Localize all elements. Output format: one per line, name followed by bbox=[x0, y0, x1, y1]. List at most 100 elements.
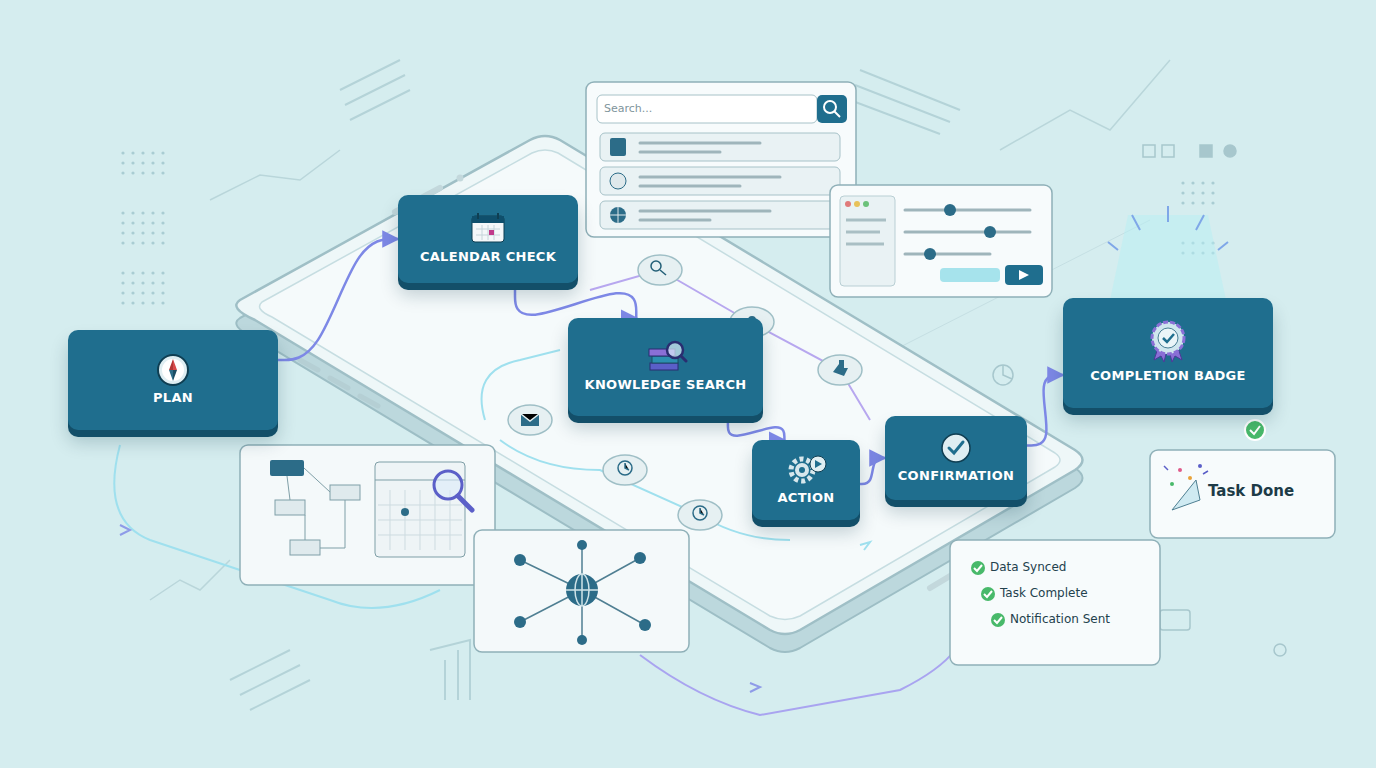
illustration-part bbox=[651, 261, 661, 271]
flowchart-card bbox=[240, 445, 495, 585]
process-box: KNOWLEDGE SEARCH bbox=[568, 318, 763, 416]
illustration-part bbox=[833, 360, 848, 376]
illustration-part bbox=[678, 500, 722, 530]
node-icon bbox=[1146, 320, 1190, 364]
illustration-part bbox=[610, 173, 626, 189]
search-panel bbox=[586, 82, 856, 237]
process-box: ACTION bbox=[752, 440, 860, 520]
illustration-part bbox=[905, 210, 1030, 254]
node-icon bbox=[644, 339, 688, 373]
illustration-part bbox=[520, 545, 645, 640]
decor bbox=[118, 60, 1305, 710]
illustration-part bbox=[634, 552, 646, 564]
illustration-part bbox=[971, 561, 985, 575]
illustration-part bbox=[457, 175, 464, 182]
illustration-part bbox=[984, 226, 996, 238]
illustration-part bbox=[1003, 365, 1012, 379]
illustration-part bbox=[118, 150, 168, 180]
status-item: Data Synced bbox=[990, 560, 1066, 574]
illustration-part bbox=[640, 177, 780, 186]
illustration-part bbox=[514, 540, 651, 645]
node-icon bbox=[466, 211, 510, 245]
illustration-part bbox=[375, 462, 465, 557]
node-label: ACTION bbox=[777, 490, 834, 506]
illustration-part bbox=[1250, 426, 1260, 434]
illustration-part bbox=[944, 204, 956, 216]
illustration-part bbox=[1143, 145, 1155, 157]
network-card bbox=[474, 530, 689, 652]
illustration-part bbox=[566, 574, 598, 606]
illustration-part bbox=[618, 461, 632, 475]
illustration-part bbox=[638, 255, 682, 285]
illustration-part bbox=[120, 525, 130, 535]
node-label: CONFIRMATION bbox=[898, 468, 1014, 484]
illustration-part bbox=[586, 82, 856, 237]
illustration-part bbox=[693, 506, 707, 520]
illustration-part bbox=[290, 540, 320, 555]
illustration-part bbox=[458, 496, 472, 510]
illustration-part bbox=[994, 617, 1002, 623]
illustration-part bbox=[640, 211, 770, 220]
illustration-part bbox=[210, 150, 340, 200]
illustration-part bbox=[625, 463, 629, 470]
illustration-part bbox=[600, 133, 840, 229]
node-label: KNOWLEDGE SEARCH bbox=[585, 377, 747, 393]
illustration-part bbox=[950, 540, 1160, 665]
illustration-part bbox=[514, 616, 526, 628]
illustration-part bbox=[340, 60, 410, 120]
illustration-part bbox=[600, 133, 840, 161]
node-label: COMPLETION BADGE bbox=[1090, 368, 1246, 384]
illustration-part bbox=[1180, 180, 1220, 210]
illustration-part bbox=[1005, 265, 1043, 285]
status-item: Notification Sent bbox=[1010, 612, 1110, 626]
illustration-part bbox=[984, 591, 992, 597]
illustration-part bbox=[991, 613, 1005, 627]
illustration-part bbox=[514, 554, 526, 566]
status-item: Task Complete bbox=[1000, 586, 1088, 600]
process-box: PLAN bbox=[68, 330, 278, 430]
illustration-part bbox=[1188, 476, 1192, 480]
illustration-part bbox=[1245, 420, 1265, 440]
illustration-part bbox=[520, 545, 645, 640]
node-icon bbox=[934, 430, 978, 464]
illustration-part bbox=[974, 565, 982, 571]
illustration-part bbox=[575, 574, 589, 606]
illustration-part bbox=[1110, 215, 1226, 300]
decor-path bbox=[482, 270, 870, 550]
search-placeholder: Search... bbox=[604, 102, 652, 115]
illustration-part bbox=[610, 207, 626, 223]
checklist-card bbox=[950, 540, 1160, 665]
illustration-part bbox=[700, 508, 704, 515]
illustration-part bbox=[1108, 206, 1228, 250]
illustration-part bbox=[640, 650, 955, 715]
illustration-part bbox=[1160, 610, 1190, 630]
illustration-part bbox=[430, 640, 470, 700]
illustration-part bbox=[639, 619, 651, 631]
illustration-part bbox=[854, 201, 860, 207]
illustration-part bbox=[118, 205, 168, 245]
illustration-part bbox=[474, 530, 689, 652]
illustration-part bbox=[401, 508, 409, 516]
node-label: PLAN bbox=[153, 390, 193, 406]
illustration-part bbox=[1000, 60, 1170, 150]
illustration-part bbox=[818, 355, 862, 385]
illustration-part bbox=[610, 138, 626, 156]
flow-arrow bbox=[1027, 375, 1063, 445]
illustration-part bbox=[610, 207, 626, 223]
illustration-part bbox=[597, 95, 817, 123]
illustration-part bbox=[300, 360, 378, 406]
illustration-part bbox=[1150, 450, 1335, 538]
illustration-part bbox=[275, 485, 360, 555]
flow-arrow bbox=[860, 458, 885, 484]
illustration-part bbox=[118, 270, 168, 310]
illustration-part bbox=[846, 220, 886, 244]
illustration-part bbox=[275, 500, 305, 515]
illustration-part bbox=[1198, 464, 1202, 468]
flow-arrow bbox=[515, 290, 636, 318]
illustration-part bbox=[850, 70, 960, 134]
illustration-part bbox=[150, 560, 230, 600]
flow-arrow bbox=[728, 423, 785, 440]
illustration-part bbox=[1170, 482, 1174, 486]
illustration-part bbox=[1200, 145, 1212, 157]
node-icon bbox=[784, 452, 828, 486]
